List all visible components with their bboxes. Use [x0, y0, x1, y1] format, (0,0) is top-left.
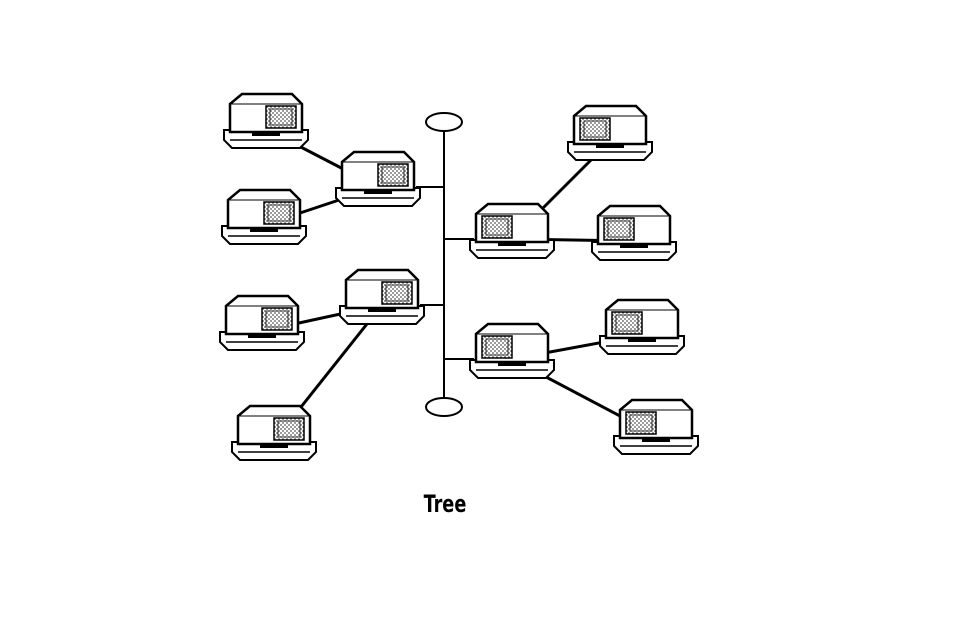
- leaf-computer-icon: [223, 92, 309, 149]
- backbone-bus: [425, 112, 463, 417]
- leaf-computer-icon: [567, 104, 653, 161]
- leaf-computer-icon: [221, 188, 307, 245]
- hub-computer-icon: [335, 150, 421, 207]
- terminator-top: [425, 112, 463, 132]
- leaf-computer-icon: [613, 398, 699, 455]
- terminator-bottom: [425, 397, 463, 417]
- hub-computer-icon: [469, 202, 555, 259]
- leaf-computer-icon: [591, 204, 677, 261]
- hub-computer-icon: [339, 268, 425, 325]
- network-nodes: [219, 92, 699, 461]
- diagram-caption: Tree: [423, 490, 467, 518]
- leaf-computer-icon: [231, 404, 317, 461]
- hub-computer-icon: [469, 322, 555, 379]
- leaf-computer-icon: [219, 294, 305, 351]
- network-links: [261, 127, 657, 442]
- leaf-computer-icon: [599, 298, 685, 355]
